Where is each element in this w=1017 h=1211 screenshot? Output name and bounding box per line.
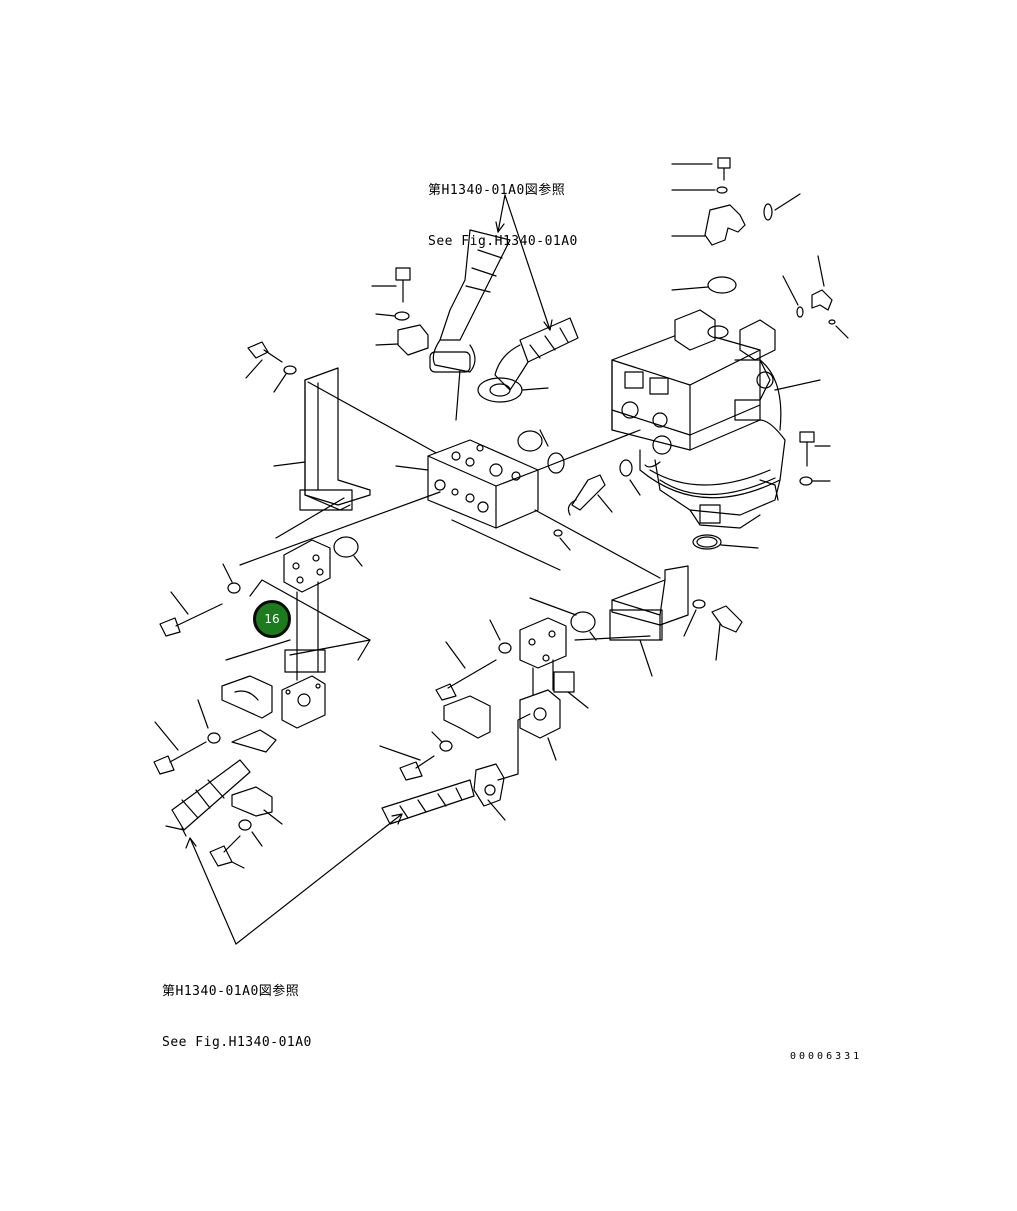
part-callout-16[interactable]: 16 xyxy=(253,600,291,638)
reference-note-bottom-en: See Fig.H1340-01A0 xyxy=(162,1035,312,1050)
left-pipe-assembly xyxy=(153,539,371,869)
reference-note-bottom-jp: 第H1340-01A0図参照 xyxy=(162,984,300,999)
drawing-number: 00006331 xyxy=(790,1051,863,1062)
right-bracket xyxy=(529,565,743,677)
right-pipe-assembly xyxy=(379,617,651,825)
reference-note-top-jp: 第H1340-01A0図参照 xyxy=(428,183,566,198)
left-bracket xyxy=(273,367,441,511)
reference-note-top-en: See Fig.H1340-01A0 xyxy=(428,234,578,249)
motor-top-fittings xyxy=(671,157,849,550)
manifold-block xyxy=(239,429,661,579)
part-callout-label: 16 xyxy=(264,612,280,626)
top-hoses xyxy=(429,194,579,421)
swing-motor xyxy=(611,309,786,529)
reference-leaders xyxy=(185,221,553,945)
reference-note-bottom: 第H1340-01A0図参照 See Fig.H1340-01A0 xyxy=(162,949,312,1085)
reference-note-top: 第H1340-01A0図参照 See Fig.H1340-01A0 xyxy=(428,148,578,284)
top-left-bolts xyxy=(245,267,429,393)
